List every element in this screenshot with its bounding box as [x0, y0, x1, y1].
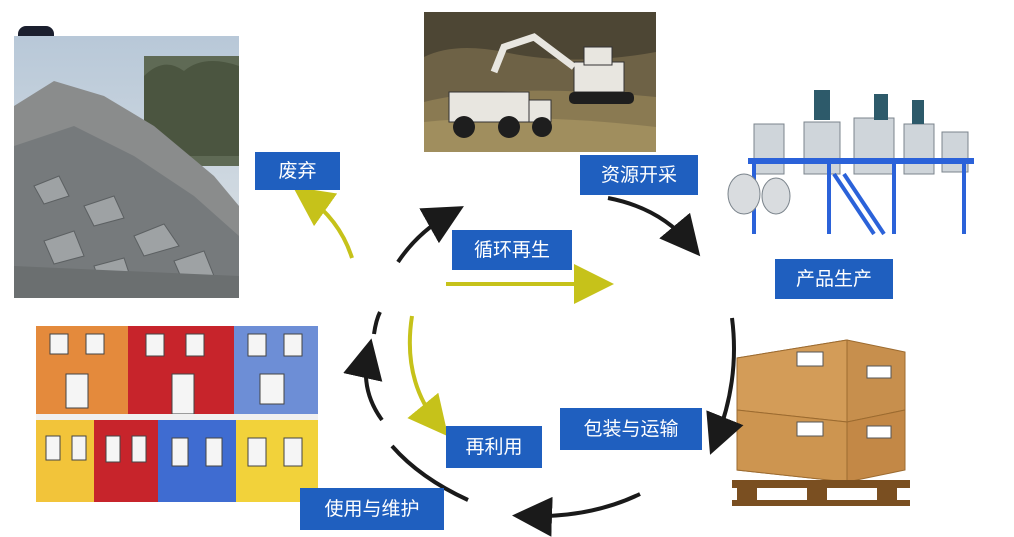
arrow-to-mining [396, 206, 464, 264]
boxes-pallet-image [727, 330, 915, 508]
label-mining: 资源开采 [580, 155, 698, 195]
arrow-reuse [407, 315, 449, 437]
label-discard: 废弃 [255, 152, 340, 190]
arrow-to-discard [292, 186, 354, 259]
label-use: 使用与维护 [300, 488, 444, 530]
rubble-pile-image [14, 36, 239, 298]
arrow-packaging-to-use [512, 492, 641, 537]
arrow-use-to-discard [390, 444, 469, 502]
production-line-image [714, 84, 986, 254]
label-packaging: 包装与运输 [560, 408, 702, 450]
arrow-production-to-packaging [706, 317, 744, 455]
mining-excavator-image [424, 12, 656, 152]
label-recycle: 循环再生 [452, 230, 572, 270]
arrow-mining-to-production [607, 196, 701, 257]
label-reuse: 再利用 [446, 426, 542, 468]
arrow-left-arc [343, 338, 384, 422]
label-production: 产品生产 [775, 259, 893, 299]
arrow-left-arc-upper [372, 311, 382, 335]
